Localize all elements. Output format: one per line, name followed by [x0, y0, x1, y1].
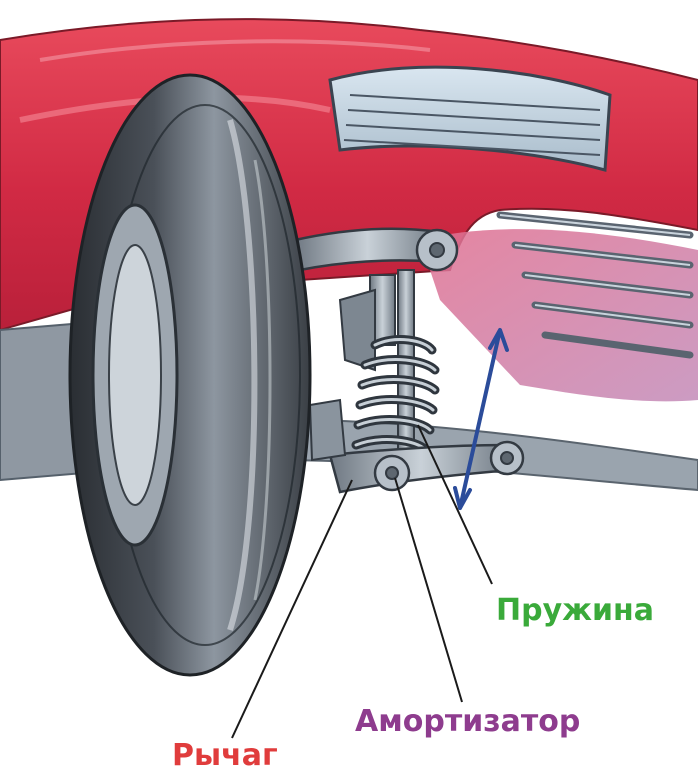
wheel: [70, 75, 310, 675]
shock-absorber-label: Амортизатор: [355, 704, 580, 739]
spring-label: Пружина: [496, 593, 654, 628]
lever-label: Рычаг: [172, 738, 278, 772]
shock-absorber-leader-line: [395, 478, 462, 702]
